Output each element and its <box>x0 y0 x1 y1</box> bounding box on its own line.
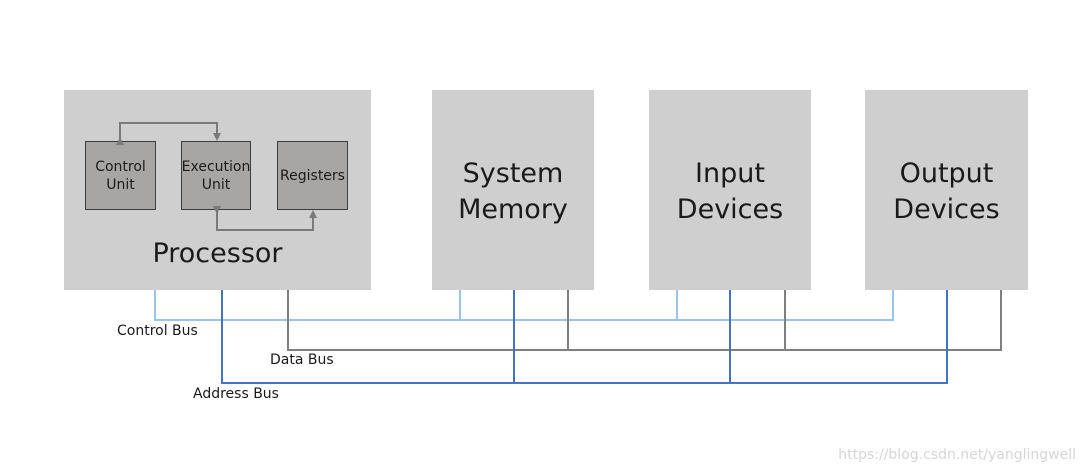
control-unit-label-line1: Control <box>95 158 146 175</box>
system-memory-label-line2: Memory <box>458 194 568 225</box>
input-devices-block: Input Devices <box>649 90 811 290</box>
control-bus <box>154 290 894 321</box>
execution-registers-link <box>213 206 317 231</box>
control-unit-box: Control Unit <box>85 141 156 210</box>
address-bus <box>221 290 948 384</box>
address-bus-label: Address Bus <box>193 386 279 402</box>
system-memory-block: System Memory <box>432 90 594 290</box>
control-execution-link <box>116 122 221 145</box>
control-unit-label-line2: Unit <box>106 176 135 193</box>
registers-box: Registers <box>277 141 348 210</box>
input-devices-label-line2: Devices <box>676 194 784 225</box>
output-devices-label-line1: Output <box>899 158 994 189</box>
system-memory-label-line1: System <box>462 158 564 189</box>
data-bus-label: Data Bus <box>270 352 334 368</box>
execution-unit-label-line2: Unit <box>201 176 231 193</box>
control-bus-label: Control Bus <box>117 323 198 339</box>
output-devices-block: Output Devices <box>865 90 1028 290</box>
input-devices-label-line1: Input <box>695 158 765 189</box>
registers-label: Registers <box>280 167 345 184</box>
output-devices-label-line2: Devices <box>893 194 1000 225</box>
watermark: https://blog.csdn.net/yanglingwell <box>838 447 1076 463</box>
data-bus <box>287 290 1002 351</box>
processor-label: Processor <box>152 238 283 269</box>
execution-unit-label-line1: Execution <box>181 158 251 175</box>
